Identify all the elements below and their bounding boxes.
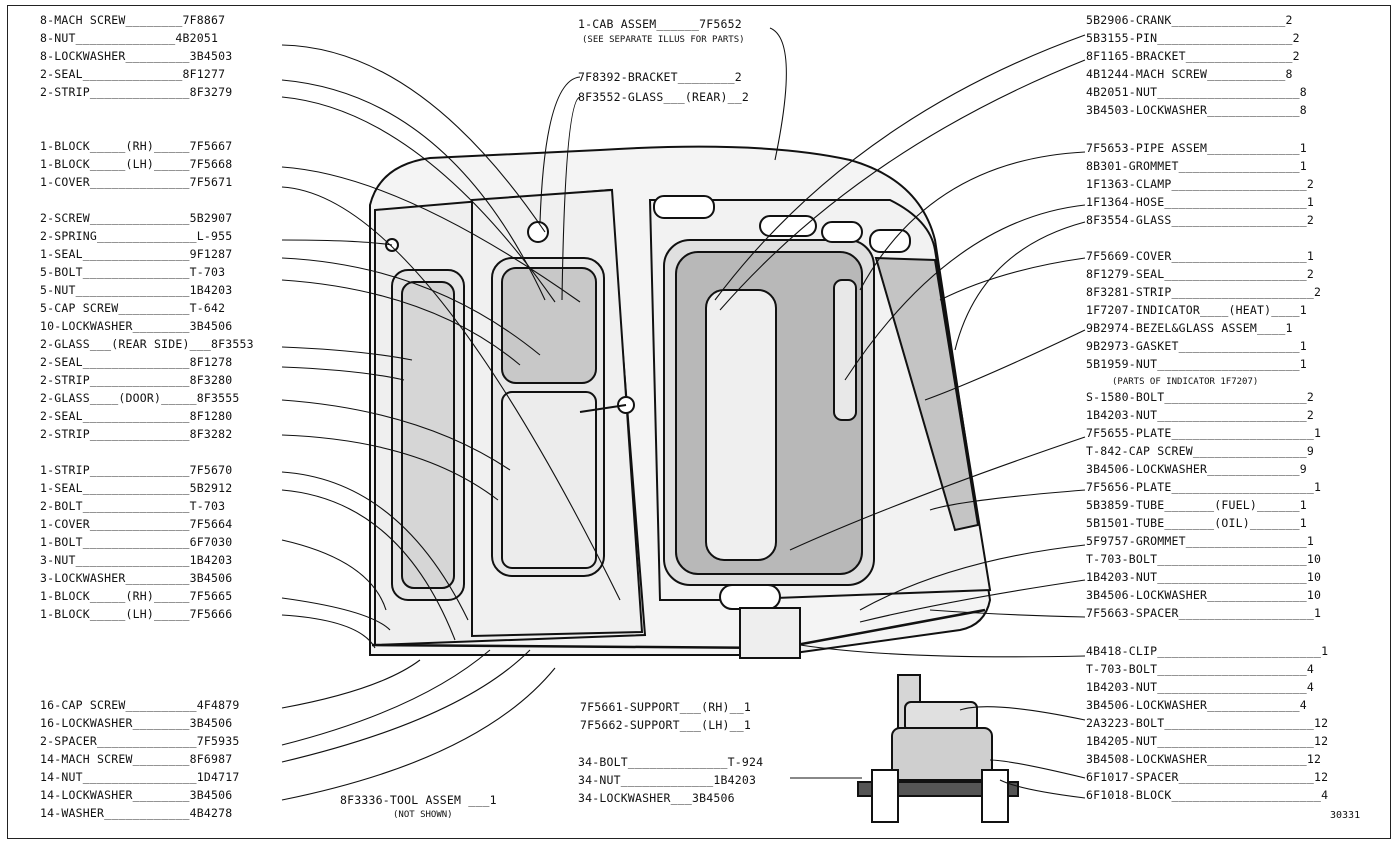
left-part-label: 1-BOLT_______________6F7030 [40,535,233,549]
right-part-label: T-703-BOLT_____________________4 [1086,662,1314,676]
right-part-label: 1F7207-INDICATOR____(HEAT)____1 [1086,303,1307,317]
right-part-label: T-842-CAP SCREW________________9 [1086,444,1314,458]
left-part-label: 1-BLOCK_____(LH)_____7F5668 [40,157,233,171]
left-part-label: 2-SEAL_______________8F1280 [40,409,233,423]
right-part-label: S-1580-BOLT____________________2 [1086,390,1314,404]
right-part-label: 3B4506-LOCKWASHER_____________9 [1086,462,1307,476]
right-part-label: 8F1279-SEAL____________________2 [1086,267,1314,281]
right-part-label: 3B4506-LOCKWASHER______________10 [1086,588,1322,602]
right-part-label: 5B3859-TUBE_______(FUEL)______1 [1086,498,1307,512]
right-part-label: 5B2906-CRANK________________2 [1086,13,1293,27]
bolt-label: 34-BOLT______________T-924 [578,755,764,769]
left-part-label: 1-COVER______________7F5671 [40,175,233,189]
left-part-label: 2-STRIP______________8F3279 [40,85,233,99]
right-part-label: 5F9757-GROMMET_________________1 [1086,534,1314,548]
right-part-label: 7F5663-SPACER___________________1 [1086,606,1322,620]
cab-assembly-note: (SEE SEPARATE ILLUS FOR PARTS) [582,35,745,45]
diagram-border [7,5,1391,839]
left-part-label: 1-BLOCK_____(LH)_____7F5666 [40,607,233,621]
right-part-label: 1F1363-CLAMP___________________2 [1086,177,1314,191]
support-lh-label: 7F5662-SUPPORT___(LH)__1 [580,718,751,732]
right-part-label: 5B1501-TUBE_______(OIL)_______1 [1086,516,1307,530]
right-part-label: 8F3281-STRIP____________________2 [1086,285,1322,299]
right-part-label: 3B4508-LOCKWASHER______________12 [1086,752,1322,766]
left-part-label: 5-BOLT_______________T-703 [40,265,226,279]
left-part-label: 8-MACH SCREW________7F8867 [40,13,226,27]
left-part-label: 10-LOCKWASHER________3B4506 [40,319,233,333]
cab-assembly-label: 1-CAB ASSEM______7F5652 [578,17,742,31]
right-part-label: 8F1165-BRACKET_______________2 [1086,49,1300,63]
left-part-label: 5-CAP SCREW__________T-642 [40,301,226,315]
left-part-label: 1-BLOCK_____(RH)_____7F5667 [40,139,233,153]
lockwasher-label: 34-LOCKWASHER___3B4506 [578,791,735,805]
left-part-label: 2-SPACER______________7F5935 [40,734,240,748]
right-part-label: 1F1364-HOSE____________________1 [1086,195,1314,209]
left-part-label: 5-NUT________________1B4203 [40,283,233,297]
left-part-label: 1-STRIP______________7F5670 [40,463,233,477]
left-part-label: 14-WASHER____________4B4278 [40,806,233,820]
right-part-label: 8F3554-GLASS___________________2 [1086,213,1314,227]
tool-assembly-label: 8F3336-TOOL ASSEM ___1 [340,793,497,807]
right-part-label: 7F5653-PIPE ASSEM_____________1 [1086,141,1307,155]
left-part-label: 2-SCREW______________5B2907 [40,211,233,225]
right-part-label: 4B1244-MACH SCREW___________8 [1086,67,1293,81]
left-part-label: 1-SEAL_______________5B2912 [40,481,233,495]
tool-assembly-note: (NOT SHOWN) [393,810,453,820]
right-part-label: 1B4203-NUT_____________________4 [1086,680,1314,694]
bracket-label: 7F8392-BRACKET________2 [578,70,742,84]
right-part-label: 1B4203-NUT_____________________10 [1086,570,1322,584]
left-part-label: 8-NUT______________4B2051 [40,31,219,45]
indicator-note: (PARTS OF INDICATOR 1F7207) [1112,377,1259,387]
rear-glass-label: 8F3552-GLASS___(REAR)__2 [578,90,749,104]
right-part-label: 5B1959-NUT____________________1 [1086,357,1307,371]
left-part-label: 2-GLASS____(DOOR)_____8F3555 [40,391,240,405]
left-part-label: 16-CAP SCREW__________4F4879 [40,698,240,712]
left-part-label: 2-SPRING______________L-955 [40,229,233,243]
right-part-label: 8B301-GROMMET_________________1 [1086,159,1307,173]
right-part-label: 7F5669-COVER___________________1 [1086,249,1314,263]
left-part-label: 2-STRIP______________8F3282 [40,427,233,441]
right-part-label: T-703-BOLT_____________________10 [1086,552,1322,566]
left-part-label: 8-LOCKWASHER_________3B4503 [40,49,233,63]
right-part-label: 1B4203-NUT_____________________2 [1086,408,1314,422]
left-part-label: 2-BOLT_______________T-703 [40,499,226,513]
left-part-label: 2-SEAL_______________8F1278 [40,355,233,369]
right-part-label: 4B2051-NUT____________________8 [1086,85,1307,99]
left-part-label: 2-SEAL______________8F1277 [40,67,226,81]
right-part-label: 3B4506-LOCKWASHER_____________4 [1086,698,1307,712]
right-part-label: 6F1018-BLOCK_____________________4 [1086,788,1329,802]
support-rh-label: 7F5661-SUPPORT___(RH)__1 [580,700,751,714]
right-part-label: 5B3155-PIN___________________2 [1086,31,1300,45]
right-part-label: 2A3223-BOLT_____________________12 [1086,716,1329,730]
right-part-label: 4B418-CLIP_______________________1 [1086,644,1329,658]
left-part-label: 3-NUT________________1B4203 [40,553,233,567]
left-part-label: 1-BLOCK_____(RH)_____7F5665 [40,589,233,603]
left-part-label: 14-NUT________________1D4717 [40,770,240,784]
left-part-label: 1-SEAL_______________9F1287 [40,247,233,261]
left-part-label: 1-COVER______________7F5664 [40,517,233,531]
left-part-label: 16-LOCKWASHER________3B4506 [40,716,233,730]
right-part-label: 9B2973-GASKET_________________1 [1086,339,1307,353]
right-part-label: 7F5656-PLATE____________________1 [1086,480,1322,494]
right-part-label: 3B4503-LOCKWASHER_____________8 [1086,103,1307,117]
left-part-label: 14-MACH SCREW________8F6987 [40,752,233,766]
left-part-label: 3-LOCKWASHER_________3B4506 [40,571,233,585]
left-part-label: 14-LOCKWASHER________3B4506 [40,788,233,802]
right-part-label: 9B2974-BEZEL&GLASS ASSEM____1 [1086,321,1293,335]
figure-number: 30331 [1330,810,1361,821]
left-part-label: 2-STRIP______________8F3280 [40,373,233,387]
right-part-label: 7F5655-PLATE____________________1 [1086,426,1322,440]
nut-label: 34-NUT_____________1B4203 [578,773,757,787]
right-part-label: 6F1017-SPACER___________________12 [1086,770,1329,784]
left-part-label: 2-GLASS___(REAR SIDE)___8F3553 [40,337,254,351]
right-part-label: 1B4205-NUT______________________12 [1086,734,1329,748]
